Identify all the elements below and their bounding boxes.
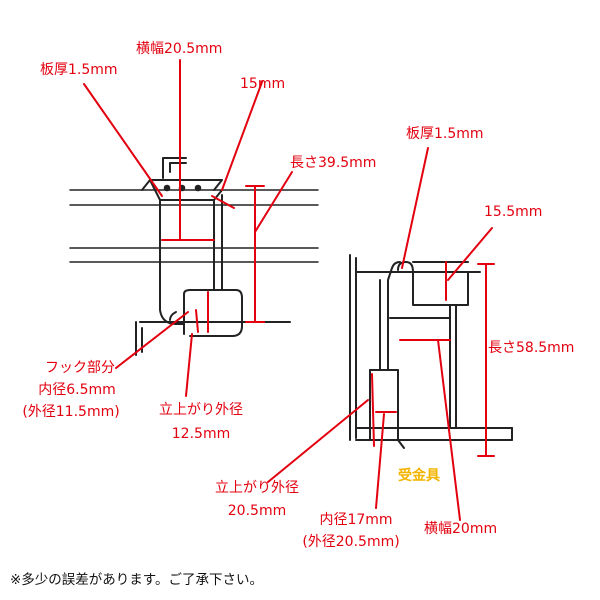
left-width-label: 横幅20.5mm <box>136 41 223 57</box>
left-bracket-drawing <box>69 157 319 356</box>
hook-label-line-3: (外径11.5mm) <box>22 404 120 420</box>
left-thickness-label: 板厚1.5mm <box>40 62 118 78</box>
left-rise-label-line-1: 立上がり外径 <box>159 402 243 418</box>
right-annotation-lines <box>267 147 495 521</box>
inner-diameter-label-line-1: 内径17mm <box>319 512 393 528</box>
bottom-width-label: 横幅20mm <box>424 521 498 537</box>
right-rise-label-line-1: 立上がり外径 <box>215 480 299 496</box>
left-annotation-lines <box>83 59 293 397</box>
hook-label-line-2: 内径6.5mm <box>38 382 116 398</box>
right-length-label: 長さ58.5mm <box>488 340 575 356</box>
left-offset-label: 15mm <box>240 76 286 92</box>
left-length-label: 長さ39.5mm <box>290 155 377 171</box>
hook-label-line-1: フック部分 <box>45 360 115 376</box>
inner-diameter-label-line-2: (外径20.5mm) <box>302 534 400 550</box>
right-rise-label-line-2: 20.5mm <box>227 503 287 519</box>
footnote: ※多少の誤差があります。ご了承下さい。 <box>10 572 263 588</box>
right-width-label: 15.5mm <box>484 204 543 220</box>
right-thickness-label: 板厚1.5mm <box>406 126 484 142</box>
receiver-label: 受金具 <box>398 468 440 484</box>
left-rise-label-line-2: 12.5mm <box>171 426 231 442</box>
